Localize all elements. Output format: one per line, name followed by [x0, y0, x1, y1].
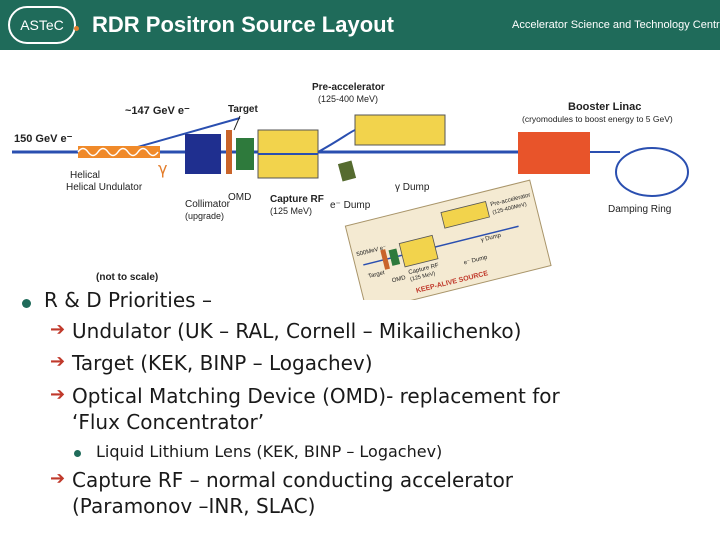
bullet-liquid-lithium: Liquid Lithium Lens (KEK, BINP – Logache… — [96, 442, 443, 461]
bullet-capture-rf-line2: (Paramonov –INR, SLAC) — [72, 494, 316, 518]
organization-name: Accelerator Science and Technology Centr… — [512, 19, 720, 31]
bullet-omd-line1: Optical Matching Device (OMD)- replaceme… — [72, 384, 560, 408]
inset-pre-accelerator — [440, 200, 490, 229]
bullet-omd-line2: ‘Flux Concentrator’ — [72, 410, 265, 434]
logo-dot-icon — [74, 26, 79, 31]
keep-alive-inset: Pre-accelerator (125-400MeV) 500MeV e⁻ T… — [344, 179, 552, 300]
not-to-scale-label: (not to scale) — [96, 272, 158, 283]
bullet-capture-rf-line1: Capture RF – normal conducting accelerat… — [72, 468, 514, 492]
arrow-bullet-icon: ➔ — [50, 351, 66, 372]
damping-ring — [615, 147, 689, 197]
collimator-label: Collimator — [185, 199, 231, 210]
bullet-dot-icon — [22, 299, 31, 308]
bullet-list: R & D Priorities – ➔ Undulator (UK – RAL… — [0, 288, 720, 538]
collimator-note: (upgrade) — [185, 211, 224, 221]
target-pointer — [233, 115, 241, 131]
sub-bullet-dot-icon — [74, 450, 81, 457]
inset-gamma-dump-label: γ Dump — [480, 233, 502, 244]
target-wheel — [226, 130, 232, 174]
beam-147-label: ~147 GeV e⁻ — [125, 105, 190, 117]
inset-panel — [344, 179, 552, 300]
gamma-symbol: γ — [158, 159, 167, 178]
inset-beam-line — [363, 225, 519, 266]
inset-target — [380, 249, 390, 270]
arrow-bullet-icon: ➔ — [50, 384, 66, 405]
bullet-undulator: Undulator (UK – RAL, Cornell – Mikailich… — [72, 319, 522, 343]
bullet-target: Target (KEK, BINP – Logachev) — [72, 351, 373, 375]
booster-linac-label: Booster Linac — [568, 101, 641, 113]
beam-in-label: 150 GeV e⁻ — [14, 133, 73, 145]
helical-label-1: Helical — [70, 170, 100, 181]
page-title: RDR Positron Source Layout — [92, 12, 394, 37]
arrow-bullet-icon: ➔ — [50, 319, 66, 340]
positron-source-diagram: 150 GeV e⁻ ~147 GeV e⁻ Helical Helical U… — [12, 82, 689, 300]
target-label: Target — [228, 104, 258, 115]
helical-undulator-label: Helical Undulator — [66, 182, 143, 193]
inset-target-label: Target — [368, 270, 386, 280]
e-dump-label: e⁻ Dump — [330, 200, 371, 211]
booster-linac-note: (cryomodules to boost energy to 5 GeV) — [522, 114, 673, 124]
pre-accelerator-structure — [354, 114, 446, 146]
booster-linac-structure — [518, 132, 590, 174]
inset-e-dump-label: e⁻ Dump — [463, 255, 489, 267]
damping-ring-label: Damping Ring — [608, 204, 671, 215]
arrow-bullet-icon: ➔ — [50, 468, 66, 489]
gamma-dump-block — [337, 160, 357, 182]
astec-logo: ASTeC — [8, 6, 76, 44]
helical-undulator — [78, 146, 160, 158]
omd-label: OMD — [228, 192, 251, 203]
omd-block — [236, 138, 254, 170]
pre-accelerator-energy: (125-400 MeV) — [318, 94, 378, 104]
collimator-block — [185, 134, 221, 174]
capture-rf-label: Capture RF — [270, 194, 324, 205]
header-bar: ASTeC RDR Positron Source Layout Acceler… — [0, 0, 720, 50]
bullet-main: R & D Priorities – — [44, 288, 212, 312]
capture-rf-energy: (125 MeV) — [270, 206, 312, 216]
gamma-dump-label: γ Dump — [395, 182, 430, 193]
inset-omd — [388, 248, 401, 266]
pre-accelerator-label: Pre-accelerator — [312, 82, 385, 93]
inset-capture-rf — [398, 234, 439, 268]
undulator-wave-icon — [77, 147, 159, 157]
pre-accelerator-beam — [317, 129, 356, 153]
inset-omd-label: OMD — [391, 275, 407, 284]
